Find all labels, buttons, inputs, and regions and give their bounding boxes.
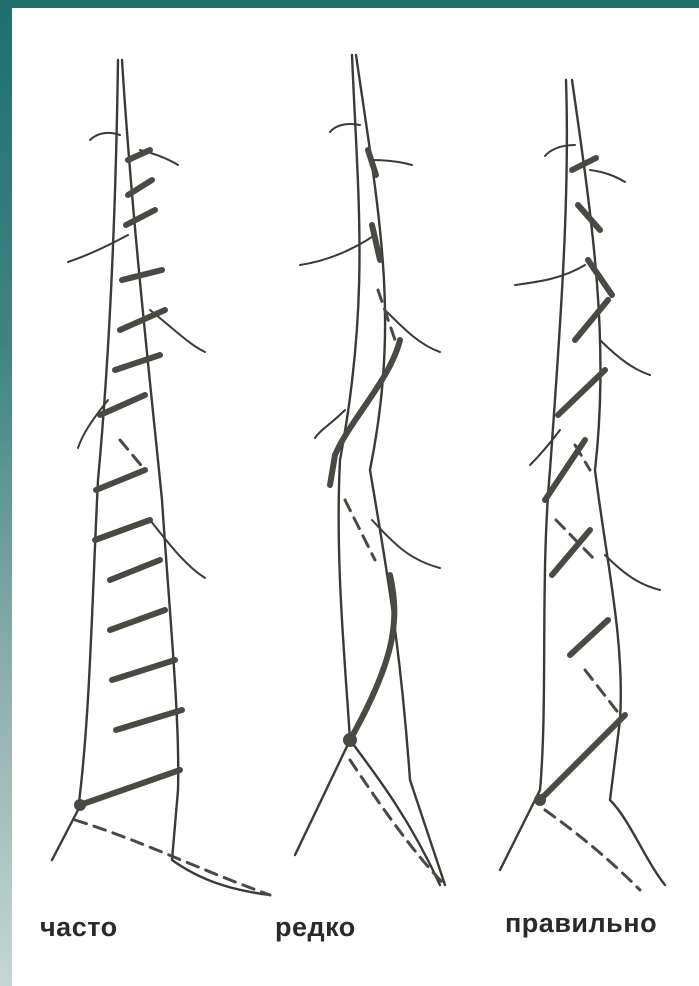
stem-frequent-wrap bbox=[95, 520, 150, 540]
stem-frequent-wrap bbox=[100, 395, 145, 415]
stem-correct-twig bbox=[545, 145, 575, 156]
stem-rare-twig bbox=[372, 160, 412, 165]
stem-correct-wrap bbox=[558, 370, 605, 415]
stem-frequent-wrap bbox=[116, 710, 182, 730]
stem-correct-twig bbox=[605, 555, 660, 590]
stem-rare-wrap bbox=[368, 150, 376, 175]
stem-frequent-wrap bbox=[112, 660, 175, 680]
stem-correct-wrap bbox=[588, 260, 612, 295]
stem-correct-wrap bbox=[570, 620, 608, 655]
stem-frequent-hidden-wrap bbox=[75, 820, 270, 895]
stem-frequent-wrap bbox=[110, 610, 165, 630]
stem-rare-wrap bbox=[372, 225, 380, 260]
stem-frequent-twig bbox=[68, 235, 128, 262]
stem-correct-right-edge bbox=[572, 80, 665, 885]
stem-frequent-wrap bbox=[126, 210, 155, 225]
stem-rare-right-edge bbox=[356, 55, 445, 885]
stem-frequent-knot bbox=[74, 799, 86, 811]
stem-frequent-twig bbox=[150, 310, 205, 352]
stem-rare-twig bbox=[300, 235, 375, 265]
stem-frequent-wrap bbox=[110, 560, 160, 580]
stem-frequent-twig bbox=[150, 520, 205, 578]
stem-correct-wrap bbox=[575, 300, 608, 340]
stem-frequent bbox=[52, 60, 270, 895]
stem-frequent-wrap bbox=[96, 470, 145, 490]
stem-frequent-left-edge bbox=[52, 60, 118, 860]
stem-correct-left-edge bbox=[500, 80, 567, 870]
stem-correct-twig bbox=[530, 430, 560, 465]
stem-frequent-wrap bbox=[122, 270, 162, 280]
stem-frequent-wrap bbox=[128, 150, 150, 160]
caption-frequent: часто bbox=[40, 912, 118, 943]
stem-correct-knot bbox=[534, 794, 546, 806]
stem-rare-hidden-wrap bbox=[345, 500, 375, 560]
stem-correct-twig bbox=[590, 170, 625, 182]
stem-correct bbox=[500, 80, 665, 890]
stem-rare bbox=[295, 55, 445, 885]
stem-rare-wrap bbox=[350, 575, 394, 740]
stem-rare-knot bbox=[343, 733, 357, 747]
stem-rare-twig bbox=[315, 410, 345, 438]
stem-correct-twig bbox=[515, 265, 585, 285]
stem-frequent-wrap bbox=[80, 770, 180, 805]
stem-rare-hidden-wrap bbox=[378, 290, 395, 340]
stem-frequent-wrap bbox=[115, 355, 160, 370]
stem-correct-hidden-wrap bbox=[585, 670, 620, 715]
stem-frequent-hidden-wrap bbox=[120, 440, 145, 470]
stem-correct-hidden-wrap bbox=[556, 520, 595, 560]
caption-correct: правильно bbox=[505, 908, 657, 939]
caption-rare: редко bbox=[275, 912, 356, 943]
